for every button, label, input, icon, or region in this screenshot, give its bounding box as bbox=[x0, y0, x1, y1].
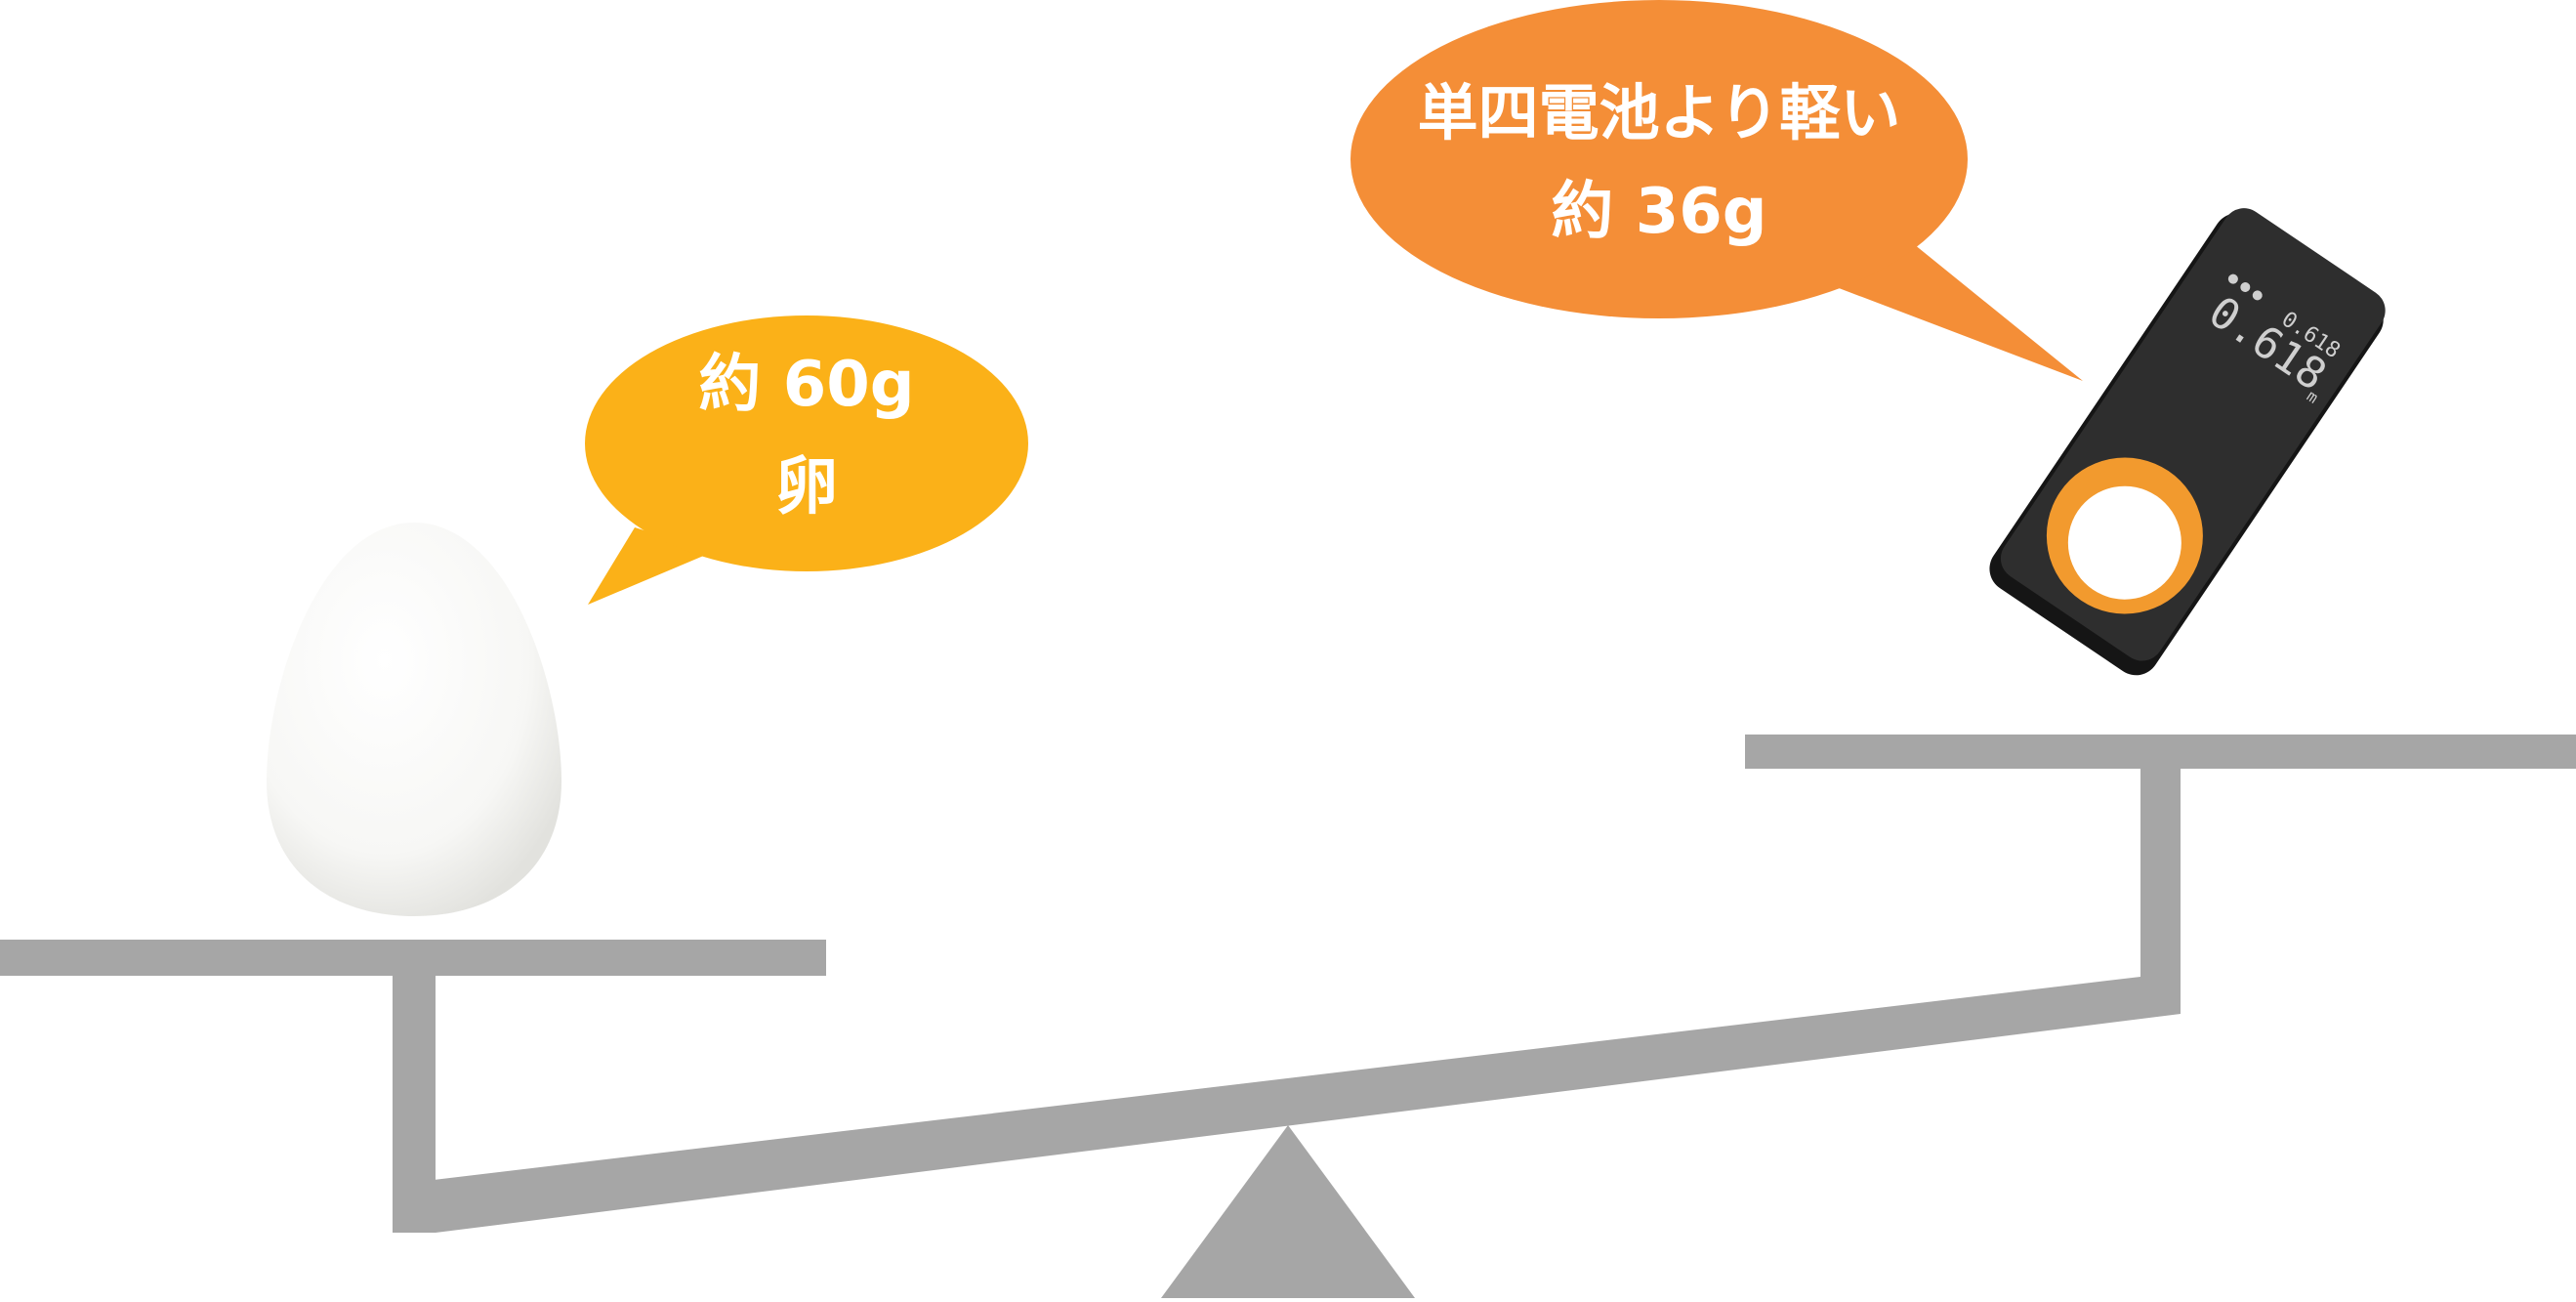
egg-weight-bubble: 約 60g 卵 bbox=[585, 315, 1028, 605]
seesaw-beam bbox=[393, 977, 2181, 1233]
right-platform bbox=[1745, 735, 2576, 769]
seesaw bbox=[0, 735, 2576, 1298]
battery-comparison-label: 単四電池より軽い bbox=[1418, 77, 1901, 148]
egg-weight-label: 約 60g bbox=[698, 349, 914, 421]
laser-measure-device-image: 0.618 0.618 m bbox=[1989, 208, 2386, 676]
left-platform bbox=[0, 940, 826, 976]
device-weight-bubble: 単四電池より軽い 約 36g bbox=[1350, 0, 2083, 381]
egg-image bbox=[267, 523, 561, 916]
right-stem bbox=[2140, 768, 2181, 1014]
egg-label: 卵 bbox=[775, 451, 838, 524]
device-weight-label: 約 36g bbox=[1551, 176, 1766, 248]
fulcrum-triangle bbox=[1161, 1125, 1415, 1298]
